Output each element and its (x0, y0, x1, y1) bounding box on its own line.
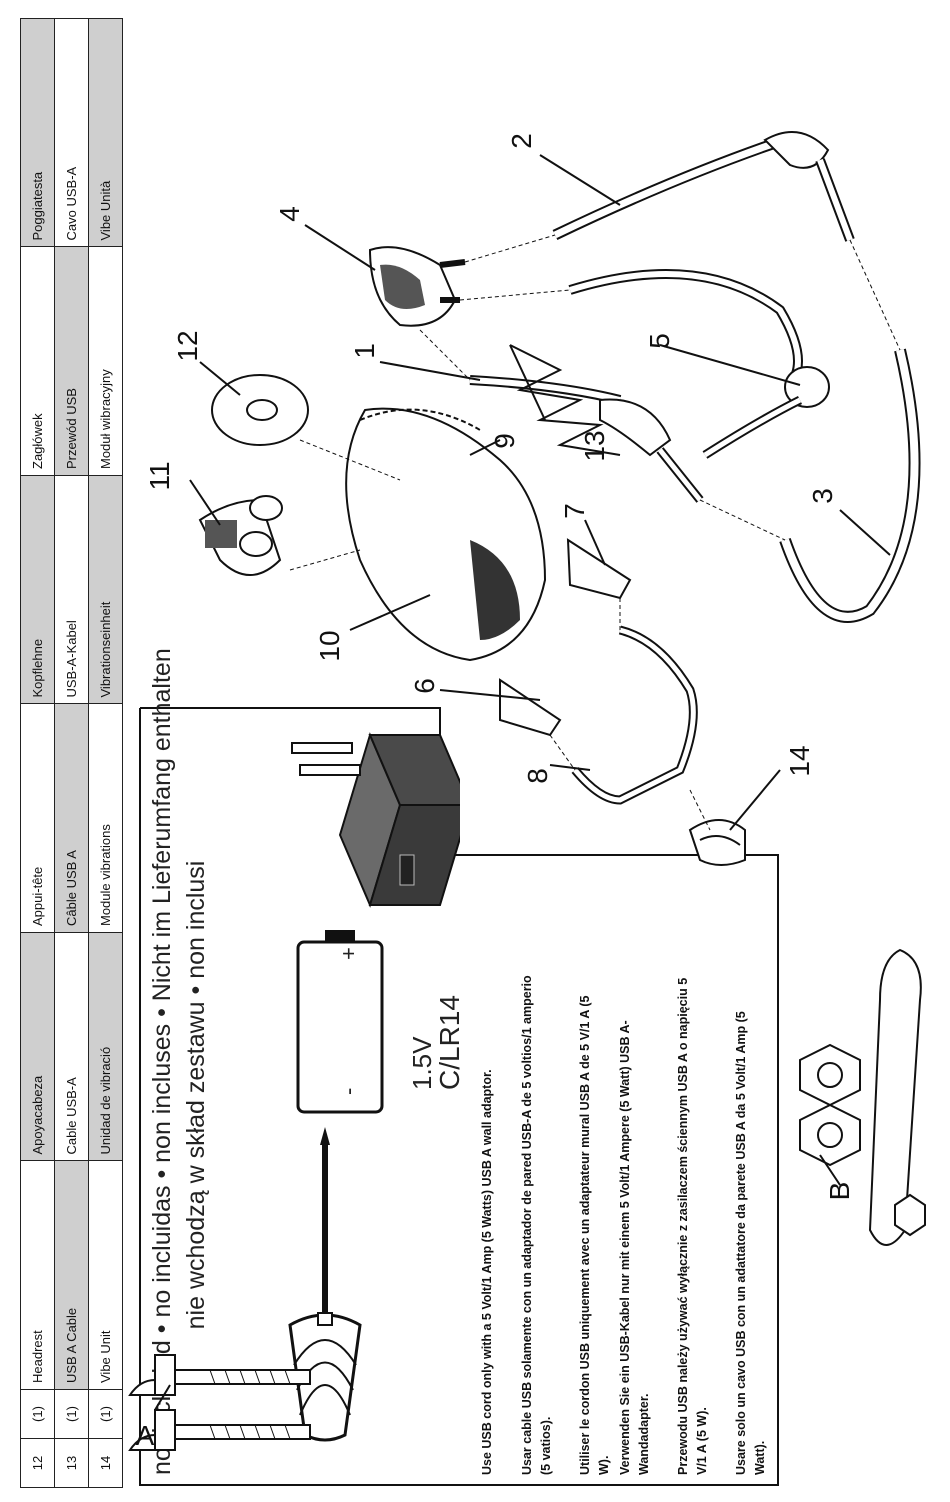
screwdriver-icon (288, 1127, 362, 1442)
callout-7: 7 (559, 503, 590, 519)
callout-13: 13 (579, 430, 610, 462)
callout-14: 14 (784, 745, 815, 777)
battery-icon (296, 930, 384, 1114)
callout-2: 2 (506, 133, 537, 149)
not-included-section: not included • no incluidas • non inclus… (140, 648, 780, 1485)
callout-9: 9 (489, 433, 520, 449)
callout-5: 5 (644, 333, 675, 349)
callout-6: 6 (409, 678, 440, 694)
callout-4: 4 (274, 206, 305, 222)
callout-11: 11 (144, 461, 175, 491)
callout-3: 3 (807, 488, 838, 504)
callout-12: 12 (172, 330, 203, 362)
callout-10: 10 (314, 630, 345, 662)
callout-A: A (135, 1420, 155, 1451)
callout-B: B (824, 1181, 855, 1201)
callout-8: 8 (522, 768, 553, 784)
callout-1: 1 (349, 343, 380, 359)
usb-wall-adaptor-icon (291, 732, 460, 908)
